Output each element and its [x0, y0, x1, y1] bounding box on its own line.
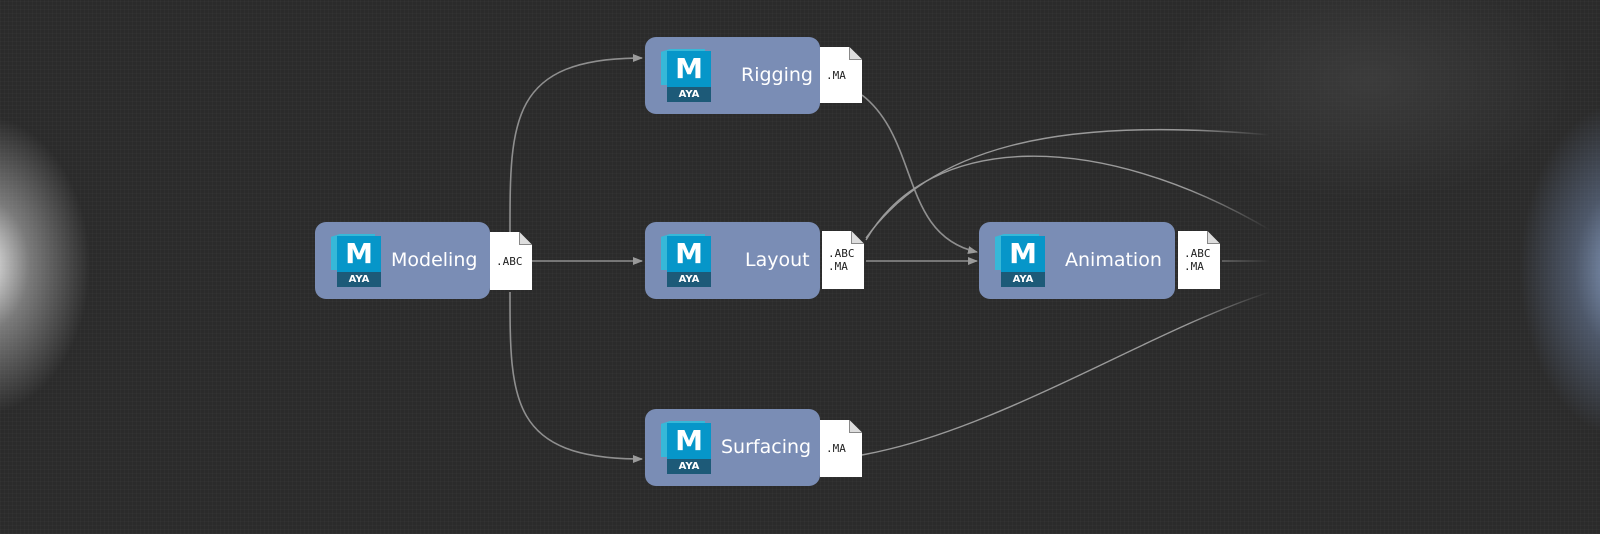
node-label: Modeling [391, 249, 478, 271]
node-label: Layout [745, 249, 810, 271]
edge-rigging-animation [861, 94, 978, 254]
file-icon-layout: .ABC.MA [822, 231, 864, 289]
edge-surfacing-out [861, 291, 1271, 456]
file-icon-modeling: .ABC [490, 232, 532, 290]
node-label: Rigging [741, 64, 813, 86]
file-icon-animation: .ABC.MA [1178, 231, 1220, 289]
edge-layout-out-2 [865, 155, 1271, 241]
node-label: Surfacing [721, 436, 812, 458]
edge-layout-out-1 [865, 128, 1271, 239]
file-icon-rigging: .MA [820, 47, 862, 103]
edge-modeling-surfacing [509, 291, 643, 463]
file-icon-surfacing: .MA [820, 420, 862, 477]
edge-modeling-rigging [509, 54, 643, 233]
node-label: Animation [1065, 249, 1162, 271]
